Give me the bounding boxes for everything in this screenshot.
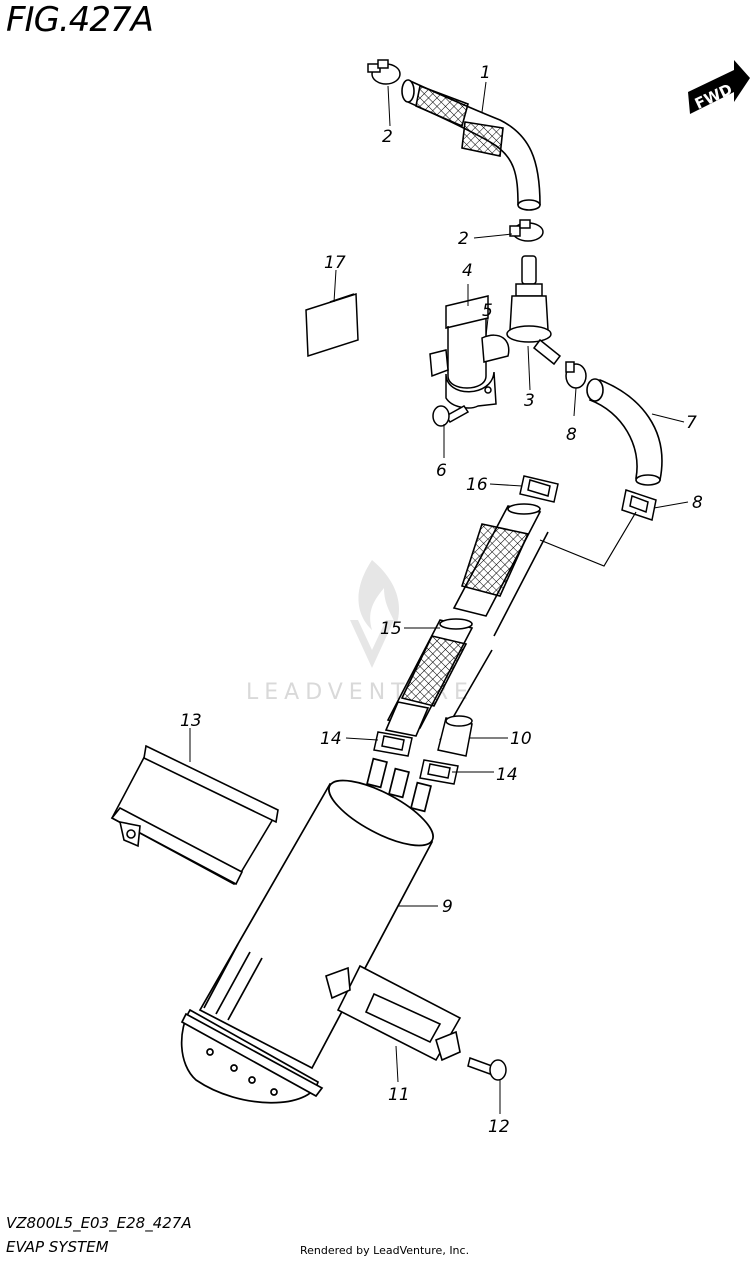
part-15-hose xyxy=(384,503,549,741)
callout-5: 5 xyxy=(482,301,493,321)
part-12-screw xyxy=(467,1057,507,1081)
callout-6: 6 xyxy=(436,461,447,481)
part-2-clamp-top xyxy=(367,59,401,85)
callout-11: 11 xyxy=(388,1085,410,1105)
part-7-hose xyxy=(586,378,663,486)
callout-7: 7 xyxy=(686,413,697,433)
callout-9: 9 xyxy=(442,897,453,917)
callout-14-left: 14 xyxy=(320,729,342,749)
callout-3: 3 xyxy=(524,391,535,411)
part-1-hose xyxy=(401,79,541,211)
figure-title: FIG.427A xyxy=(6,0,154,40)
callout-13: 13 xyxy=(180,711,202,731)
routing-line-8 xyxy=(539,511,637,567)
part-17-label xyxy=(305,292,359,358)
part-3-valve xyxy=(506,255,562,366)
callout-16: 16 xyxy=(466,475,488,495)
callout-2-lower: 2 xyxy=(458,229,469,249)
callout-1: 1 xyxy=(480,63,491,83)
callout-14-right: 14 xyxy=(496,765,518,785)
part-14-clip-right xyxy=(419,759,459,785)
callout-4: 4 xyxy=(462,261,473,281)
part-13-cover xyxy=(110,744,279,886)
part-8-clamp-lower xyxy=(621,489,657,521)
rendered-by-credit: Rendered by LeadVenture, Inc. xyxy=(300,1244,470,1257)
figure-code: VZ800L5_E03_E28_427A xyxy=(6,1214,192,1232)
part-5-clamp-strap xyxy=(429,334,510,409)
callout-17: 17 xyxy=(324,253,346,273)
part-8-clamp-top xyxy=(565,361,587,389)
callout-2-top: 2 xyxy=(382,127,393,147)
part-14-clip-left xyxy=(373,731,413,757)
part-6-screw xyxy=(432,405,470,427)
callout-15: 15 xyxy=(380,619,402,639)
part-10-cap xyxy=(437,715,473,757)
part-2-clamp-lower xyxy=(509,219,544,242)
part-16-clip xyxy=(519,475,559,503)
part-9-canister xyxy=(180,757,434,1104)
figure-name: EVAP SYSTEM xyxy=(6,1238,109,1256)
callout-8-lower: 8 xyxy=(692,493,703,513)
callout-10: 10 xyxy=(510,729,532,749)
leader-lines xyxy=(189,81,689,1114)
callout-12: 12 xyxy=(488,1117,510,1137)
fwd-direction-badge: FWD xyxy=(688,60,750,114)
callout-8-top: 8 xyxy=(566,425,577,445)
part-11-bracket xyxy=(325,964,462,1062)
